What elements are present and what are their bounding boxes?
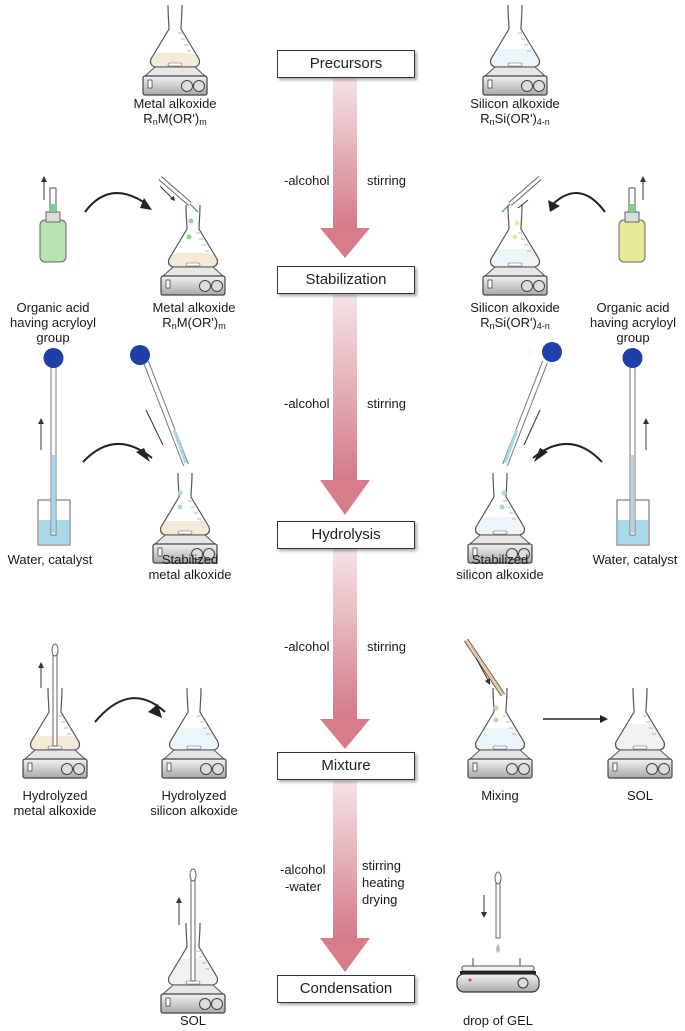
gel-dropper — [481, 871, 502, 953]
syringe-right — [501, 176, 542, 213]
silicon-alkoxide-flask-precursor — [482, 4, 548, 96]
label-stabilized-metal: Stabilized metal alkoxide — [148, 552, 232, 582]
label-precursor-metal: Metal alkoxide RnM(OR')m — [120, 96, 230, 127]
formula: RnM(OR')m — [143, 111, 207, 127]
metal-alkoxide-flask-precursor — [142, 4, 208, 96]
hydrolyzed-silicon-flask — [161, 687, 227, 779]
transition-2-condition: stirring — [367, 396, 407, 411]
curved-arrowhead-right — [548, 200, 560, 212]
silicon-alkoxide-flask-hydrolysis — [467, 472, 533, 564]
label-stab-silicon: Silicon alkoxide RnSi(OR')4-n — [455, 300, 575, 331]
arrow-precursors-stabilization — [320, 78, 370, 258]
curved-arrow-acid-left — [84, 192, 149, 213]
label-sol-right: SOL — [626, 788, 653, 803]
transition-3-removed: -alcohol — [284, 639, 330, 654]
transition-4-removed-2: -water — [285, 879, 322, 894]
arrow-stabilization-hydrolysis — [320, 295, 370, 515]
curved-arrow-acid-right — [551, 192, 606, 213]
curved-arrowhead-water-left — [136, 448, 150, 462]
formula: RnSi(OR')4-n — [480, 111, 550, 127]
transition-4-removed-1: -alcohol — [280, 862, 326, 877]
mixing-pipette — [463, 638, 506, 697]
organic-acid-bottle-right — [618, 176, 646, 263]
label-text: Metal alkoxide — [133, 96, 217, 111]
label-organic-acid-right: Organic acid having acryloyl group — [590, 300, 676, 345]
step-mixture: Mixture — [277, 752, 415, 780]
syringe-left — [158, 176, 199, 213]
water-beaker-left — [37, 348, 71, 546]
label-water-right: Water, catalyst — [592, 552, 678, 567]
curved-arrowhead-left — [140, 198, 152, 210]
sol-flask-bottom — [160, 868, 226, 1014]
gel-hotplate — [456, 958, 540, 993]
sol-flask-right — [607, 687, 673, 779]
silicon-alkoxide-flask-stabilization — [482, 204, 548, 296]
transition-2-removed: -alcohol — [284, 396, 330, 411]
label-gel: drop of GEL — [462, 1013, 534, 1028]
pipette-right — [502, 342, 562, 467]
step-hydrolysis: Hydrolysis — [277, 521, 415, 549]
transition-4-condition-3: drying — [362, 892, 398, 907]
formula: RnM(OR')m — [162, 315, 226, 331]
arrow-mixture-condensation — [320, 781, 370, 972]
pipette-left — [130, 345, 189, 467]
arrow-hydrolysis-mixture — [320, 549, 370, 749]
label-sol-bottom: SOL — [179, 1013, 206, 1028]
hydrolyzed-metal-flask — [22, 643, 88, 779]
step-precursors: Precursors — [277, 50, 415, 78]
straight-arrow-to-sol — [543, 715, 608, 723]
label-hydrolyzed-metal: Hydrolyzed metal alkoxide — [13, 788, 97, 818]
step-condensation: Condensation — [277, 975, 415, 1003]
step-stabilization: Stabilization — [277, 266, 415, 294]
label-stabilized-silicon: Stabilized silicon alkoxide — [456, 552, 544, 582]
label-precursor-silicon: Silicon alkoxide RnSi(OR')4-n — [455, 96, 575, 127]
transition-1-removed: -alcohol — [284, 173, 330, 188]
metal-alkoxide-flask-stabilization — [160, 204, 226, 296]
transition-3-condition: stirring — [367, 639, 407, 654]
organic-acid-bottle-left — [39, 176, 67, 263]
curved-arrowhead-mixture — [148, 704, 162, 718]
label-hydrolyzed-silicon: Hydrolyzed silicon alkoxide — [150, 788, 238, 818]
curved-arrowhead-water-right — [534, 448, 548, 462]
transition-4-condition-2: heating — [362, 875, 405, 890]
mixing-flask — [467, 687, 533, 779]
label-text: Silicon alkoxide — [470, 96, 560, 111]
label-mixing: Mixing — [481, 788, 519, 803]
transition-4-condition-1: stirring — [362, 858, 402, 873]
label-organic-acid-left: Organic acid having acryloyl group — [10, 300, 96, 345]
label-stab-metal: Metal alkoxide RnM(OR')m — [139, 300, 249, 331]
formula: RnSi(OR')4-n — [480, 315, 550, 331]
water-beaker-right — [616, 348, 650, 546]
label-water-left: Water, catalyst — [7, 552, 93, 567]
metal-alkoxide-flask-hydrolysis — [152, 472, 218, 564]
transition-1-condition: stirring — [367, 173, 407, 188]
